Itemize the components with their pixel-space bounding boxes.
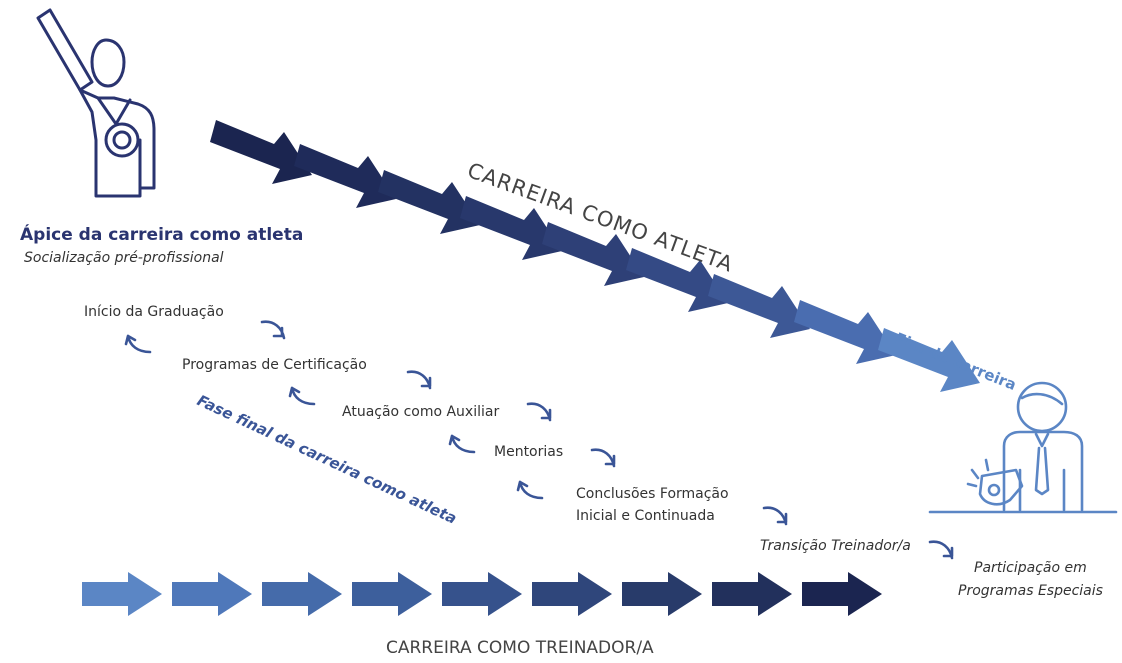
chevron-arrow-icon [82, 572, 162, 616]
curved-arrow-icon [124, 334, 152, 354]
step-conclusions-line2: Inicial e Continuada [576, 508, 715, 524]
chevron-arrow-icon [352, 572, 432, 616]
curved-arrow-icon [420, 376, 432, 388]
athlete-peak-title: Ápice da carreira como atleta [20, 223, 303, 245]
chevron-arrow-icon [708, 274, 810, 338]
chevron-arrow-icon [622, 572, 702, 616]
chevron-arrow-icon [262, 572, 342, 616]
coach-career-arrows [82, 572, 882, 616]
curved-arrow-icon [272, 326, 284, 338]
coach-career-label: CARREIRA COMO TREINADOR/A [386, 638, 654, 658]
step-graduation: Início da Graduação [84, 304, 224, 320]
curved-arrow-icon [604, 454, 616, 466]
chevron-arrow-icon [210, 120, 312, 184]
transition-label: Transição Treinador/a [760, 538, 911, 554]
curved-arrow-icon [448, 434, 476, 454]
chevron-arrow-icon [532, 572, 612, 616]
athlete-medal-icon [36, 8, 156, 198]
curved-arrow-icon [540, 408, 552, 420]
chevron-arrow-icon [172, 572, 252, 616]
coach-whistle-icon [928, 381, 1118, 514]
step-certification: Programas de Certificação [182, 357, 367, 373]
step-mentoring: Mentorias [494, 444, 563, 460]
step-assistant: Atuação como Auxiliar [342, 404, 499, 420]
chevron-arrow-icon [442, 572, 522, 616]
chevron-arrow-icon [794, 300, 896, 364]
curved-arrow-icon [516, 480, 544, 500]
curved-arrow-icon [288, 386, 316, 406]
curved-arrow-icon [776, 512, 788, 524]
curved-arrow-icon [942, 546, 954, 558]
chevron-arrow-icon [712, 572, 792, 616]
step-conclusions-line1: Conclusões Formação [576, 486, 729, 502]
athlete-peak-subtitle: Socialização pré-profissional [24, 250, 224, 266]
chevron-arrow-icon [802, 572, 882, 616]
special-programs-line2: Programas Especiais [958, 583, 1103, 599]
steps-group: Início da Graduação Programas de Certifi… [84, 304, 1103, 599]
athlete-career-arrows [210, 120, 980, 392]
special-programs-line1: Participação em [974, 560, 1087, 576]
chevron-arrow-icon [294, 144, 396, 208]
